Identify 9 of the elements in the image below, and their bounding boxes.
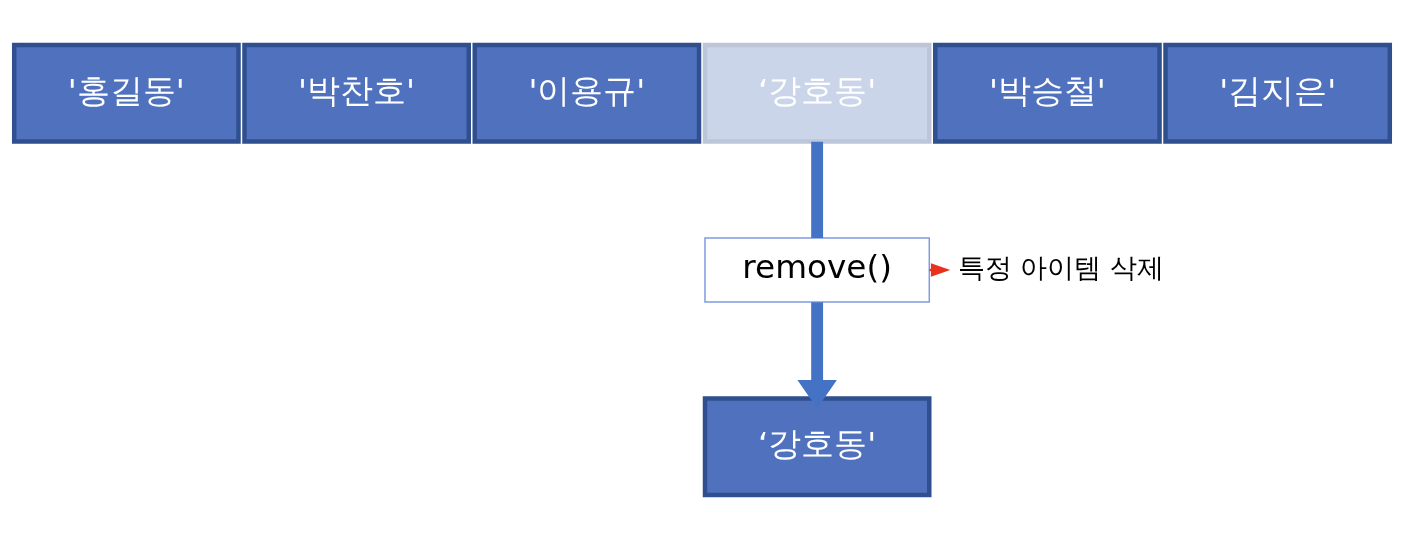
node-box: '홍길동': [11, 42, 241, 144]
node-box: ‘강호동': [702, 396, 932, 498]
node-text: 특정 아이템 삭제: [957, 251, 1164, 283]
node-box: '김지은': [1163, 42, 1393, 144]
arrow: [797, 302, 837, 409]
node-box: '박찬호': [242, 42, 471, 144]
node-box: '박승철': [933, 42, 1162, 144]
node-box: '이용규': [472, 42, 702, 144]
connector: [811, 141, 824, 238]
